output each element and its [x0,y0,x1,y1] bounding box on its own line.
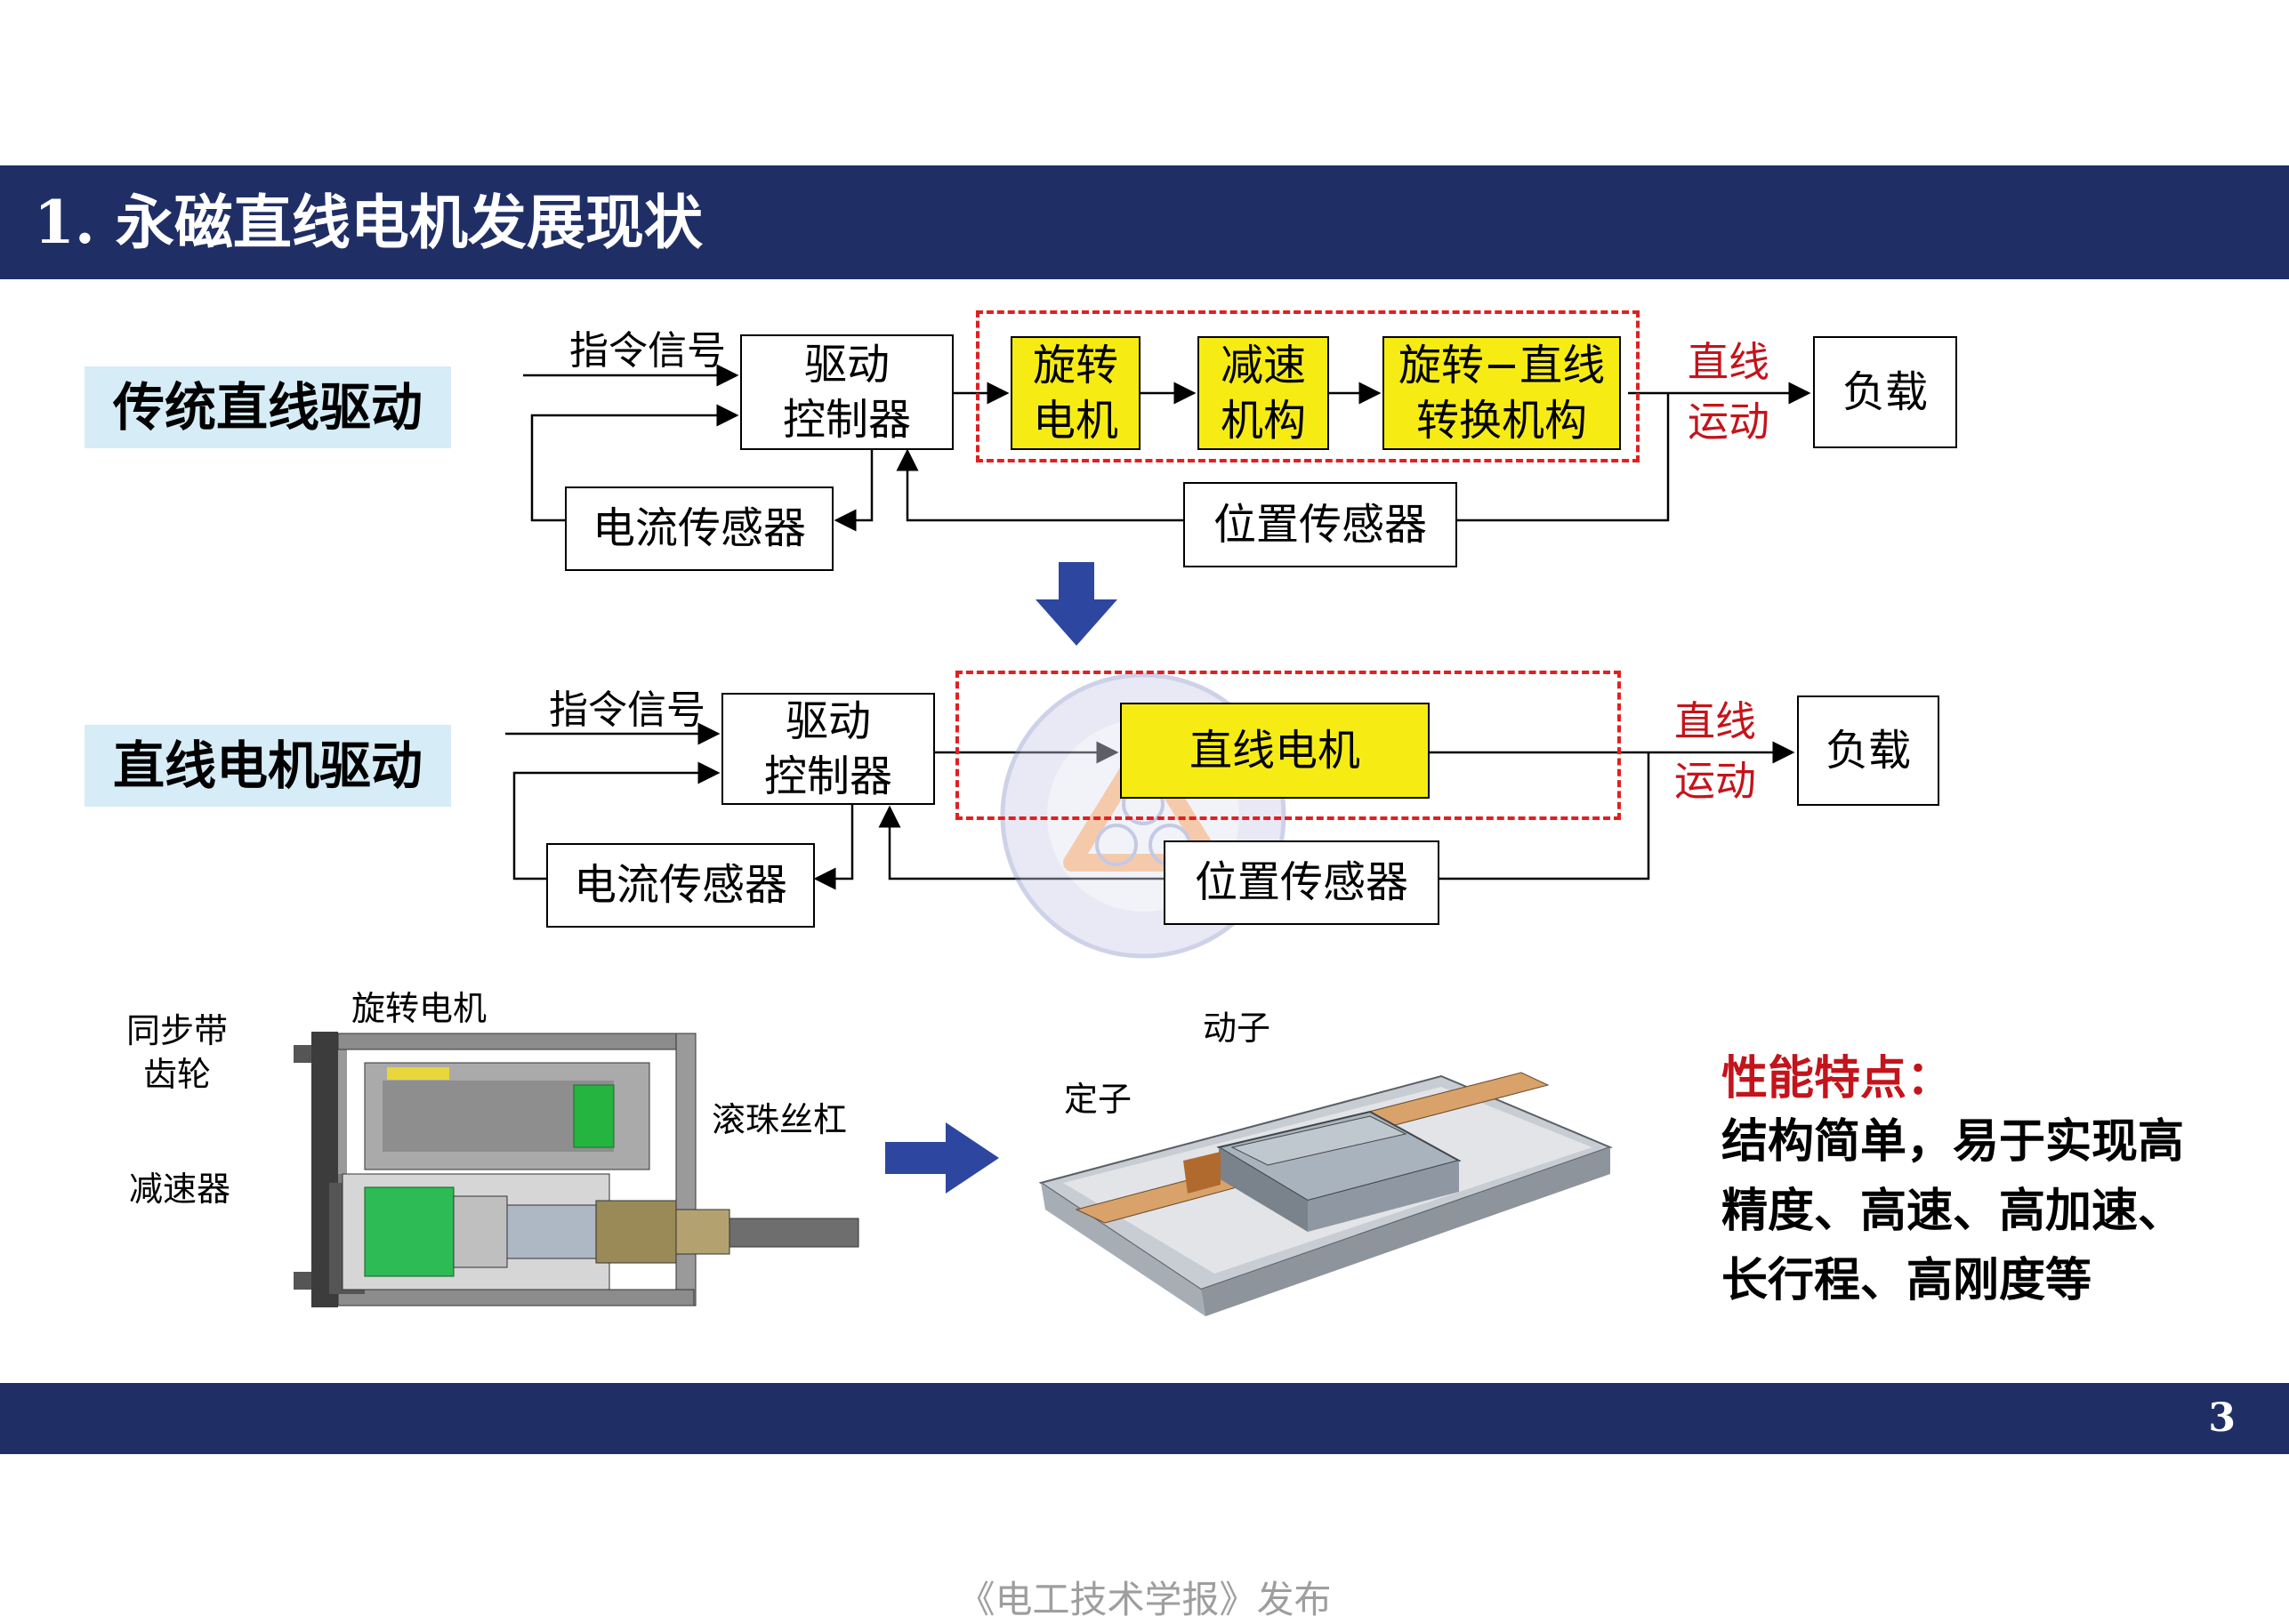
reducer-callout: 减速器 [129,1170,231,1209]
timing-belt-gear-callout: 同步带 齿轮 [126,1011,229,1095]
features-body: 结构简单，易于实现高精度、高速、高加速、长行程、高刚度等 [1721,1115,2185,1307]
ball-screw-callout: 滚珠丝杠 [712,1100,848,1139]
page-title: 1. 永磁直线电机发展现状 [34,188,703,257]
mover-callout: 动子 [1203,1009,1271,1048]
position-sensor-box: 位置传感器 [1183,482,1457,567]
down-arrow-icon [1036,562,1117,646]
linear-motion-label: 直线 运动 [1688,338,1769,446]
command-signal-label: 指令信号 [549,687,705,733]
load-box: 负载 [1797,695,1939,806]
features-title: 性能特点： [1721,1052,1954,1105]
command-signal-label: 指令信号 [569,328,726,374]
stator-callout: 定子 [1064,1080,1132,1119]
rotary-linear-converter-box: 旋转−直线 转换机构 [1382,336,1621,450]
linear-motor-drive-label: 直线电机驱动 [85,725,451,807]
current-sensor-box: 电流传感器 [565,486,834,571]
drive-controller-box: 驱动 控制器 [740,334,954,450]
linear-motor-illustration [1038,1072,1613,1316]
publisher-note: 《电工技术学报》发布 [957,1578,1332,1621]
linear-motion-label: 直线 运动 [1674,697,1756,805]
rotary-motor-box: 旋转 电机 [1011,336,1140,450]
page-number: 3 [2208,1395,2236,1441]
right-arrow-icon [885,1122,999,1194]
current-sensor-box: 电流传感器 [546,843,815,928]
position-sensor-box: 位置传感器 [1164,840,1439,925]
rotary-motor-callout: 旋转电机 [351,989,488,1028]
drive-controller-box: 驱动 控制器 [721,693,935,805]
linear-motor-box: 直线电机 [1120,703,1430,799]
title-bar [0,165,2289,279]
rotary-drive-illustration [294,1032,859,1307]
reducer-box: 减速 机构 [1197,336,1329,450]
linear-motor-outline [955,671,1621,820]
load-box: 负载 [1813,336,1957,448]
mechanical-chain-outline [976,310,1640,462]
traditional-drive-label: 传统直线驱动 [85,366,451,448]
footer-bar [0,1383,2289,1454]
